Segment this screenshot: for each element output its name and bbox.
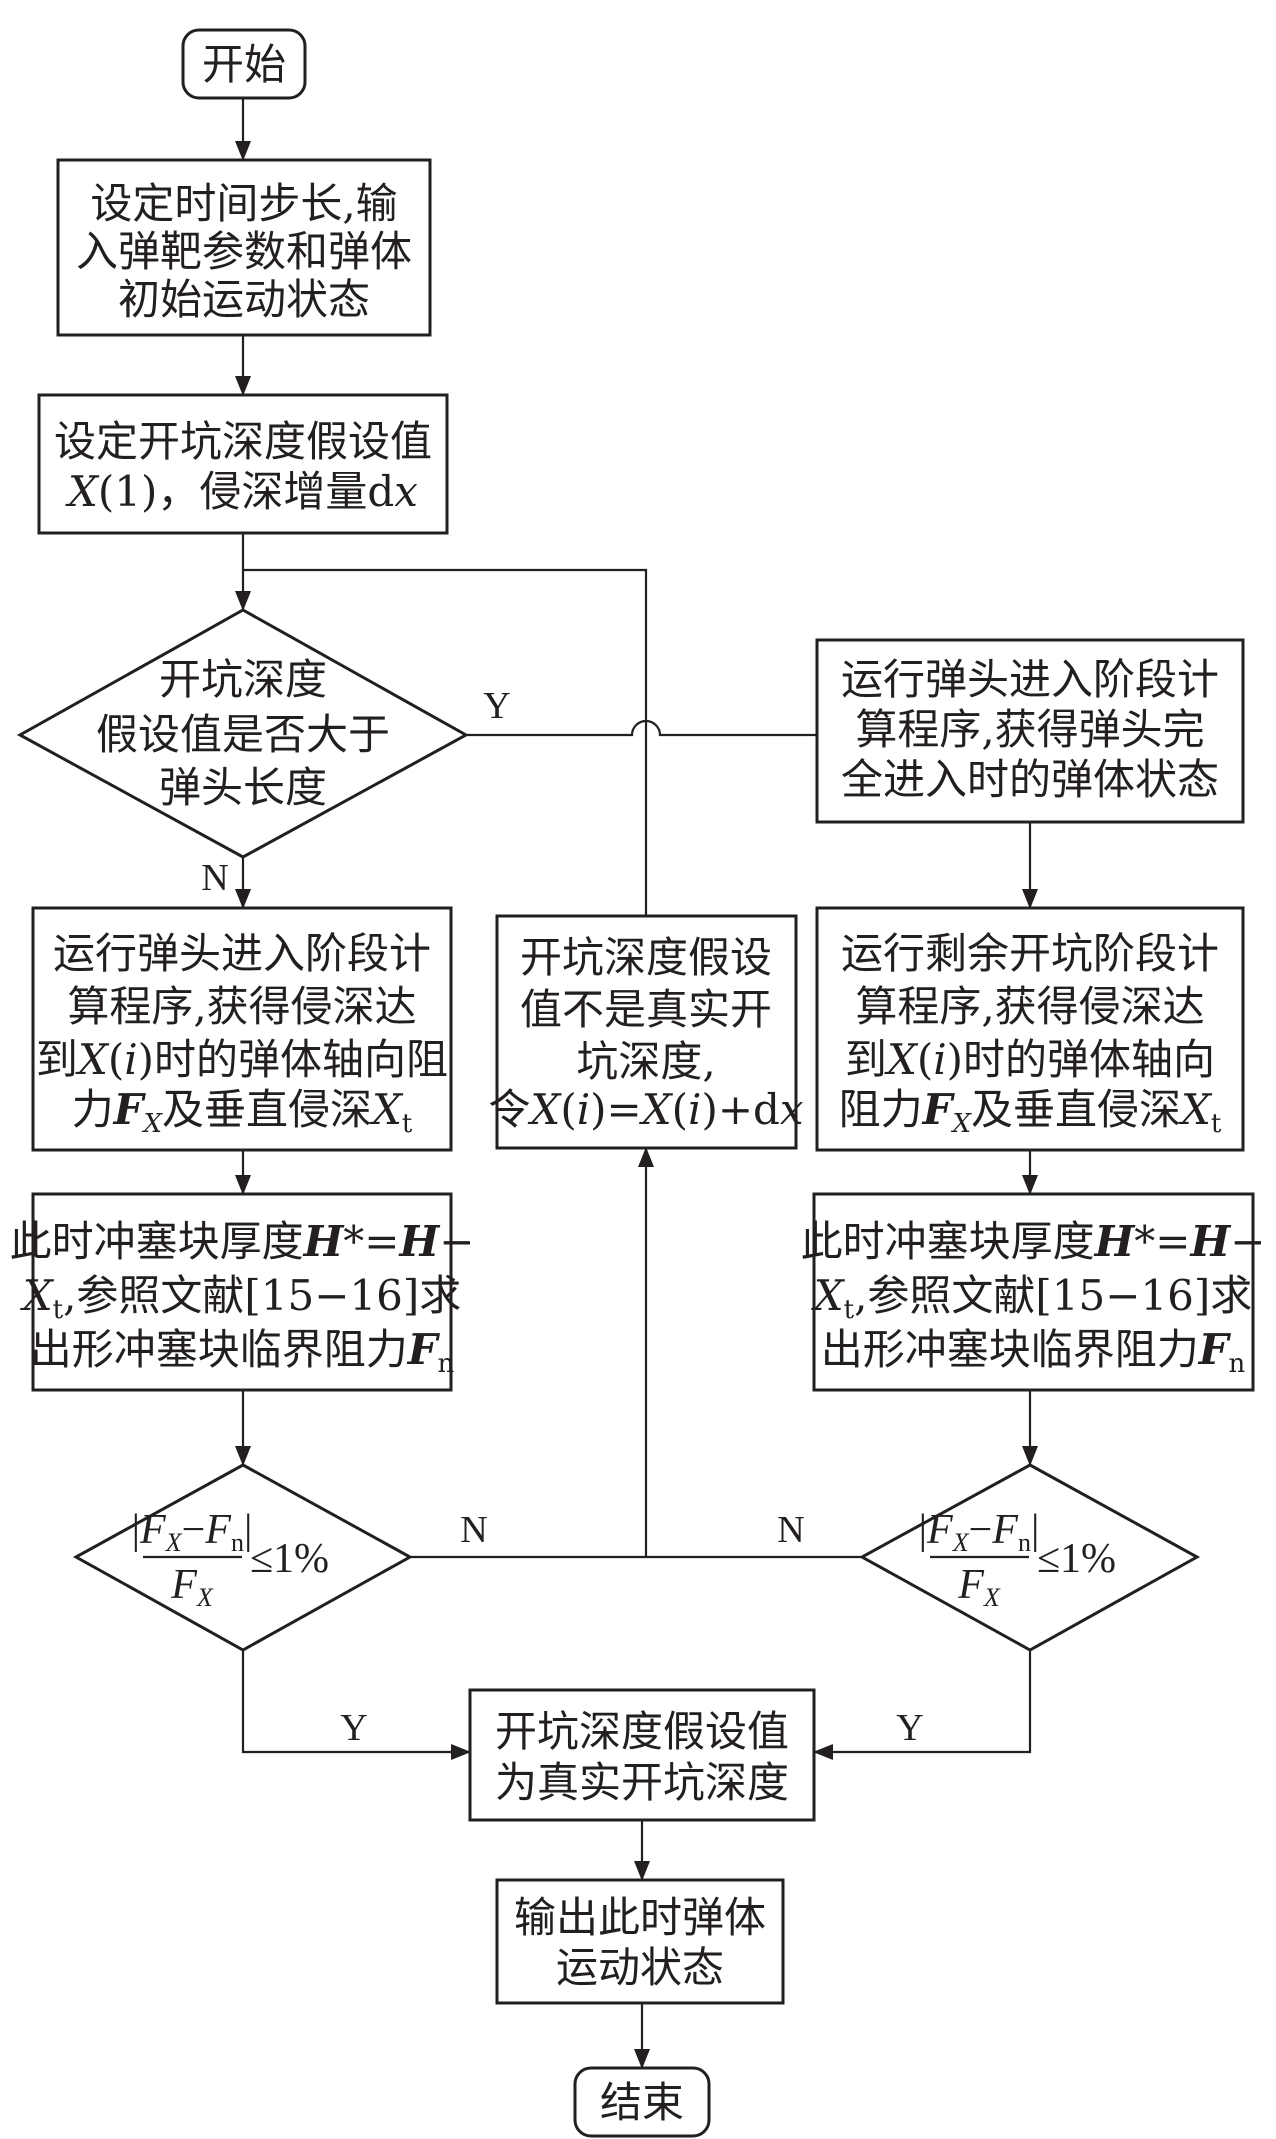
plug-right-line-3: 出形冲塞块临界阻力Fn: [821, 1325, 1246, 1379]
criterion-left-numerator: |FX−Fn|: [132, 1507, 253, 1557]
criterion-left-formula: |FX−Fn| FX ≤1%: [132, 1507, 329, 1612]
plug-left-line-2: Xt,参照文献[15−16]求: [20, 1271, 462, 1325]
true-depth-line-1: 开坑深度假设值: [495, 1707, 789, 1756]
arrow-right-yes-to-true: [813, 1650, 1032, 1760]
not-true-line-4: 令X(i)=X(i)+dx: [488, 1085, 804, 1134]
output-line-1: 输出此时弹体: [514, 1893, 766, 1942]
plug-left-box: [31, 1192, 453, 1392]
plug-left-line-3: 出形冲塞块临界阻力Fn: [30, 1325, 455, 1379]
flag-no-right-criterion: N: [777, 1509, 804, 1551]
assume-label-line-1: 设定开坑深度假设值: [54, 417, 432, 466]
flag-yes-right-criterion: Y: [896, 1707, 923, 1749]
plug-right-line-1: 此时冲塞块厚度H*=H−: [801, 1217, 1266, 1266]
criterion-left-denominator: FX: [170, 1562, 214, 1612]
flag-yes-left-criterion: Y: [340, 1707, 367, 1749]
flags: Y N N N Y Y: [201, 685, 923, 1749]
criterion-right-numerator: |FX−Fn|: [919, 1507, 1040, 1557]
criterion-right-diamond: [858, 1463, 1201, 1652]
setup-label-line-1: 设定时间步长,输: [90, 179, 397, 228]
shapes: [16, 28, 1255, 2138]
run-entry-right-box: [815, 638, 1245, 824]
criterion-right-formula: |FX−Fn| FX ≤1%: [919, 1507, 1116, 1612]
true-depth-line-2: 为真实开坑深度: [495, 1758, 789, 1807]
run-remaining-line-3: 到X(i)时的弹体轴向: [845, 1035, 1215, 1084]
criterion-right-denominator: FX: [957, 1562, 1001, 1612]
run-entry-left-line-2: 算程序,获得侵深达: [67, 982, 416, 1031]
end-label: 结束: [600, 2078, 684, 2127]
criterion-right-threshold: ≤1%: [1037, 1536, 1116, 1582]
plug-left-line-1: 此时冲塞块厚度H*=H−: [10, 1217, 475, 1266]
start-label: 开始: [202, 40, 286, 89]
flag-yes-decision: Y: [483, 685, 510, 727]
end-terminal: [573, 2066, 711, 2138]
run-entry-right-line-3: 全进入时的弹体状态: [841, 755, 1219, 804]
run-remaining-line-1: 运行剩余开坑阶段计: [841, 929, 1219, 978]
assume-box: [37, 393, 449, 535]
setup-label-line-3: 初始运动状态: [118, 275, 370, 324]
connectors: [235, 98, 1038, 2069]
run-remaining-box: [815, 906, 1245, 1152]
criterion-left-threshold: ≤1%: [250, 1536, 329, 1582]
not-true-box: [495, 914, 798, 1150]
arrow-left-yes-to-true: [241, 1650, 471, 1760]
setup-label-line-2: 入弹靶参数和弹体: [76, 227, 412, 276]
start-terminal: [181, 28, 307, 100]
run-entry-right-line-1: 运行弹头进入阶段计: [841, 655, 1219, 704]
not-true-line-1: 开坑深度假设: [520, 933, 772, 982]
run-entry-left-line-3: 到X(i)时的弹体轴向阻: [36, 1035, 448, 1084]
decision-length-line-1: 开坑深度: [159, 655, 327, 704]
run-remaining-line-2: 算程序,获得侵深达: [855, 982, 1204, 1031]
run-entry-left-line-4: 力FX及垂直侵深Xt: [72, 1085, 413, 1139]
node-labels: 开始 设定时间步长,输 入弹靶参数和弹体 初始运动状态 设定开坑深度假设值 X(…: [10, 40, 1266, 2127]
decision-length-line-3: 弹头长度: [159, 763, 327, 812]
flag-no-left-criterion: N: [460, 1509, 487, 1551]
plug-right-box: [812, 1192, 1255, 1392]
run-remaining-line-4: 阻力FX及垂直侵深Xt: [839, 1085, 1222, 1139]
decision-length-line-2: 假设值是否大于: [96, 710, 390, 759]
output-line-2: 运动状态: [556, 1943, 724, 1992]
flag-no-decision: N: [201, 857, 228, 899]
run-entry-left-line-1: 运行弹头进入阶段计: [53, 929, 431, 978]
decision-length-diamond: [16, 608, 470, 859]
run-entry-left-box: [31, 906, 453, 1152]
output-box: [495, 1878, 785, 2005]
not-true-line-3: 坑深度,: [576, 1037, 715, 1086]
setup-box: [56, 158, 432, 337]
not-true-line-2: 值不是真实开: [520, 985, 772, 1034]
loop-back-line: [243, 568, 648, 916]
assume-label-line-2: X(1)，侵深增量dx: [65, 467, 418, 516]
plug-right-line-2: Xt,参照文献[15−16]求: [811, 1271, 1253, 1325]
criterion-left-diamond: [72, 1463, 414, 1652]
yes-branch-line: [466, 719, 817, 737]
true-depth-box: [468, 1688, 816, 1822]
run-entry-right-line-2: 算程序,获得弹头完: [855, 705, 1204, 754]
